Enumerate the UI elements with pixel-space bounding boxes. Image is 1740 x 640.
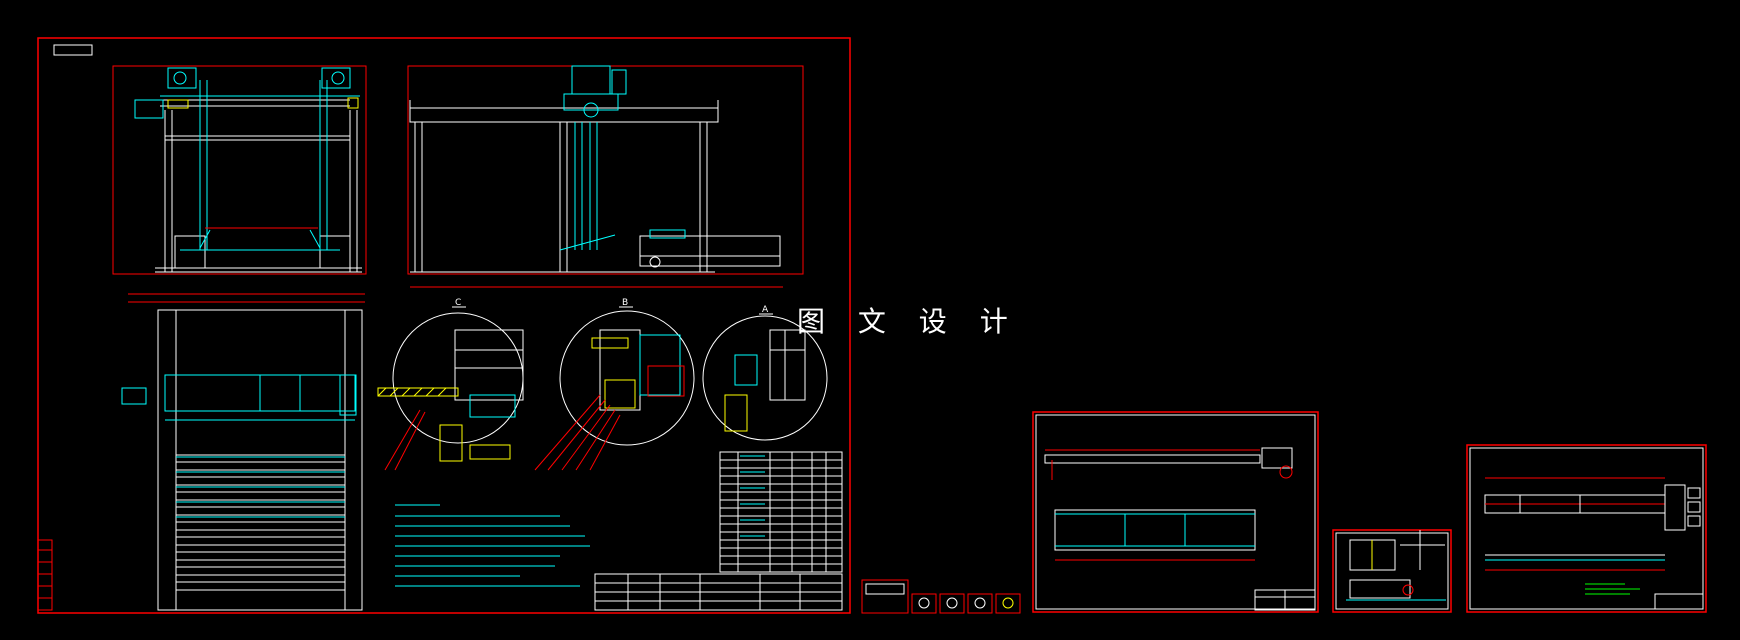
detail-label: B — [622, 298, 628, 308]
sheet-border — [37, 37, 851, 614]
roller-bed — [176, 454, 345, 591]
plan-view — [121, 293, 365, 611]
technical-notes-lines — [395, 504, 590, 587]
sheet-tab — [53, 44, 93, 56]
front-elevation-view — [112, 65, 367, 275]
hatch-pattern-icon — [377, 337, 748, 462]
side-strip — [37, 539, 53, 611]
detail-label: A — [762, 305, 769, 315]
dimension-frame — [112, 65, 367, 275]
thumbnail-sheets — [861, 579, 1021, 614]
dimension-frame — [407, 65, 804, 275]
detail-label: C — [455, 298, 461, 308]
main-assembly-sheet — [37, 37, 851, 614]
title-block-icon — [594, 451, 843, 611]
part-sheet-bracket — [1332, 529, 1452, 613]
part-sheet-rail — [1466, 444, 1707, 613]
watermark-text: 图 文 设 计 — [797, 305, 1020, 338]
part-sheet-beam — [1032, 411, 1319, 613]
side-strip-rows — [38, 549, 52, 599]
side-elevation-view — [407, 65, 804, 288]
detail-circle-icon — [377, 310, 828, 471]
